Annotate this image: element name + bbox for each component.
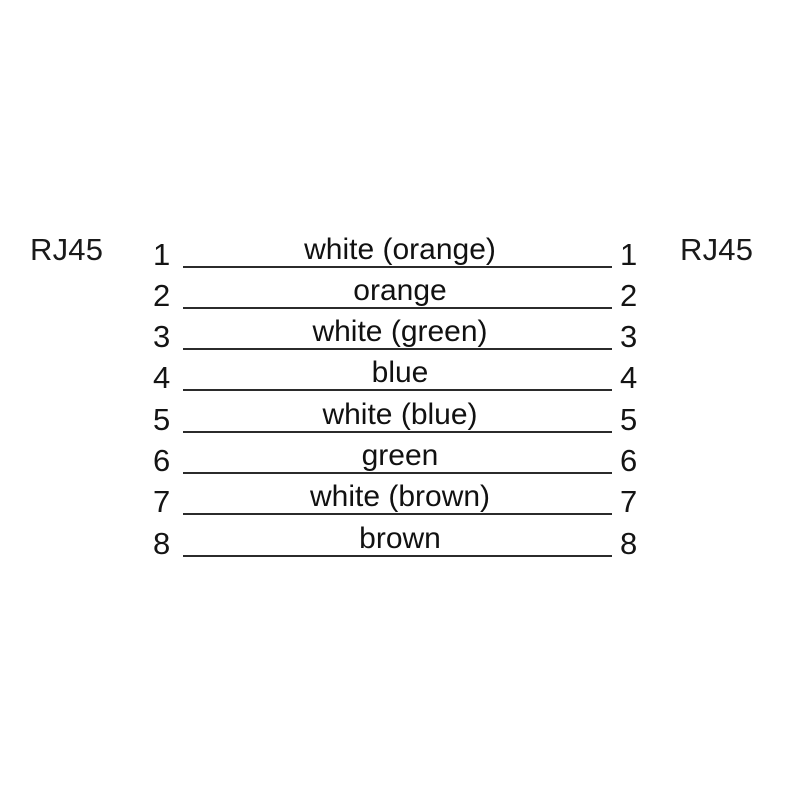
wire-color-text: white (orange) xyxy=(298,234,502,266)
wire-color-text: orange xyxy=(347,275,453,307)
wire-line xyxy=(183,348,612,350)
wire-color-label: blue xyxy=(200,357,600,389)
left-pin-number: 4 xyxy=(153,360,171,395)
wire-color-text: white (green) xyxy=(306,316,494,348)
wire-color-label: white (orange) xyxy=(200,234,600,266)
left-pin-number: 2 xyxy=(153,278,171,313)
wire-line xyxy=(183,307,612,309)
right-pin-number: 5 xyxy=(620,402,638,437)
wire-color-text: blue xyxy=(365,357,435,389)
wire-line xyxy=(183,266,612,268)
right-pin-number: 7 xyxy=(620,484,638,519)
left-pin-number: 7 xyxy=(153,484,171,519)
wire-color-label: white (green) xyxy=(200,316,600,348)
wire-color-label: green xyxy=(200,440,600,472)
wire-color-label: white (blue) xyxy=(200,399,600,431)
wire-line xyxy=(183,513,612,515)
wire-line xyxy=(183,389,612,391)
left-connector-label: RJ45 xyxy=(30,232,104,267)
wire-line xyxy=(183,472,612,474)
wire-color-text: brown xyxy=(353,523,447,555)
wire-color-label: orange xyxy=(200,275,600,307)
left-pin-number: 1 xyxy=(153,237,171,272)
wire-color-label: white (brown) xyxy=(200,481,600,513)
right-pin-number: 2 xyxy=(620,278,638,313)
wire-color-label: brown xyxy=(200,523,600,555)
wire-color-text: white (blue) xyxy=(316,399,484,431)
wire-color-text: white (brown) xyxy=(303,481,497,513)
left-pin-number: 5 xyxy=(153,402,171,437)
left-pin-number: 3 xyxy=(153,319,171,354)
left-pin-number: 8 xyxy=(153,526,171,561)
right-pin-number: 8 xyxy=(620,526,638,561)
wire-line xyxy=(183,431,612,433)
right-pin-number: 6 xyxy=(620,443,638,478)
wire-color-text: green xyxy=(355,440,445,472)
wire-line xyxy=(183,555,612,557)
left-pin-number: 6 xyxy=(153,443,171,478)
right-pin-number: 4 xyxy=(620,360,638,395)
right-pin-number: 3 xyxy=(620,319,638,354)
right-pin-number: 1 xyxy=(620,237,638,272)
right-connector-label: RJ45 xyxy=(680,232,754,267)
